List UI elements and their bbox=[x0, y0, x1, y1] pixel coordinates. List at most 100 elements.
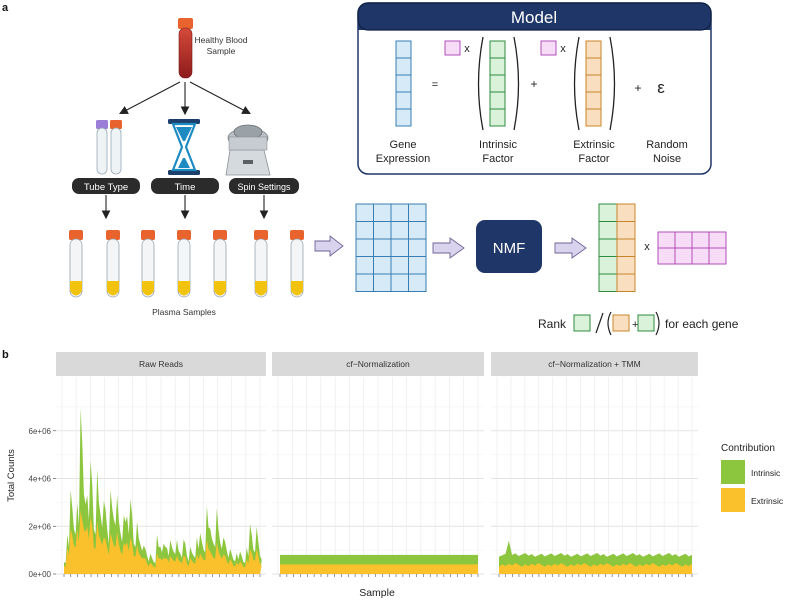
plasma-tube-cap bbox=[141, 230, 155, 240]
h-cell bbox=[674, 247, 693, 265]
facet-title: cf−Normalization bbox=[346, 359, 410, 369]
arrow-to-matrix bbox=[314, 235, 344, 257]
w-extrinsic-cell bbox=[616, 273, 636, 292]
gene-expression-cell bbox=[395, 57, 412, 76]
matrix-cell bbox=[373, 203, 392, 222]
facet-title: Raw Reads bbox=[139, 359, 183, 369]
matrix-cell bbox=[373, 273, 392, 292]
rank-suffix: for each gene bbox=[665, 317, 739, 331]
matrix-cell bbox=[408, 203, 427, 222]
matrix-cell bbox=[408, 221, 427, 240]
plasma-tube-fill bbox=[178, 281, 190, 296]
legend-label-intrinsic: Intrinsic bbox=[751, 468, 781, 478]
plasma-tube-fill bbox=[107, 281, 119, 296]
legend-label-extrinsic: Extrinsic bbox=[751, 496, 784, 506]
plasma-tubes bbox=[69, 230, 304, 298]
plasma-tube-fill bbox=[70, 281, 82, 296]
facet-strip bbox=[272, 352, 484, 376]
w-intrinsic-cell bbox=[598, 273, 618, 292]
extrinsic-bracket-right bbox=[609, 36, 616, 131]
w-extrinsic-cell bbox=[616, 203, 636, 222]
facet-strip bbox=[491, 352, 698, 376]
plasma-tube-fill bbox=[255, 281, 267, 296]
matrix-cell bbox=[373, 238, 392, 257]
x-axis-label: Sample bbox=[359, 587, 395, 599]
matrix-cell bbox=[355, 221, 374, 240]
noise-label-1: Random bbox=[646, 139, 688, 151]
y-tick-label: 0e+00 bbox=[29, 570, 52, 579]
h-cell bbox=[657, 231, 676, 249]
w-intrinsic-cell bbox=[598, 256, 618, 275]
plasma-tube-cap bbox=[177, 230, 191, 240]
extrinsic-factor-cell bbox=[585, 91, 602, 110]
gene-expression-cell bbox=[395, 108, 412, 127]
rank-formula: Rank + for each gene bbox=[538, 311, 739, 336]
intrinsic-factor-cell bbox=[489, 57, 506, 76]
cf-extrinsic-area bbox=[280, 564, 478, 574]
gene-expression-vector bbox=[395, 40, 412, 127]
plasma-tube-cap bbox=[106, 230, 120, 240]
matrix-cell bbox=[408, 273, 427, 292]
h-cell bbox=[674, 231, 693, 249]
plasma-tube-cap bbox=[69, 230, 83, 240]
blood-sample-label-line2: Sample bbox=[207, 46, 236, 56]
plasma-tube-fill bbox=[142, 281, 154, 296]
rank-label: Rank bbox=[538, 317, 567, 331]
factor-label-spin: Spin Settings bbox=[237, 182, 291, 192]
extrinsic-label-2: Factor bbox=[578, 153, 610, 165]
gene-expression-cell bbox=[395, 74, 412, 93]
facet-title: cf−Normalization + TMM bbox=[548, 359, 640, 369]
matrix-cell bbox=[355, 256, 374, 275]
rank-intrinsic-square-2 bbox=[637, 314, 655, 332]
factor-pill-time: Time bbox=[151, 178, 219, 194]
intrinsic-bracket-right bbox=[513, 36, 520, 131]
raw-intrinsic-area bbox=[64, 408, 262, 574]
matrix-cell bbox=[373, 256, 392, 275]
plasma-tube-cap bbox=[213, 230, 227, 240]
matrix-cell bbox=[408, 256, 427, 275]
intrinsic-factor-cell bbox=[489, 74, 506, 93]
intrinsic-factor-cell bbox=[489, 40, 506, 59]
matrix-cell bbox=[390, 256, 409, 275]
model-box: Model = x + x + ε Gene Expression Intrin… bbox=[357, 2, 712, 175]
blood-tube-icon bbox=[178, 18, 193, 79]
matrix-cell bbox=[390, 221, 409, 240]
w-intrinsic-cell bbox=[598, 238, 618, 257]
w-extrinsic-cell bbox=[616, 238, 636, 257]
h-cell bbox=[708, 231, 727, 249]
hourglass-icon bbox=[168, 119, 200, 175]
gene-expression-cell bbox=[395, 40, 412, 59]
extrinsic-bracket-left bbox=[573, 36, 580, 131]
plasma-tube-cap bbox=[254, 230, 268, 240]
extrinsic-factor-vector bbox=[585, 40, 602, 127]
y-tick-label: 2e+06 bbox=[29, 522, 52, 531]
model-plus-1: + bbox=[530, 77, 537, 91]
extrinsic-factor-cell bbox=[585, 40, 602, 59]
matrix-cell bbox=[355, 203, 374, 222]
y-axis-label: Total Counts bbox=[6, 449, 17, 502]
panel-a-label: a bbox=[2, 2, 9, 14]
tmm-extrinsic-area bbox=[499, 563, 692, 574]
factor-pill-tube-type: Tube Type bbox=[72, 178, 140, 194]
h-cell bbox=[708, 247, 727, 265]
factor-pill-spin: Spin Settings bbox=[229, 178, 299, 194]
factor-times: x bbox=[644, 241, 650, 253]
extrinsic-label-1: Extrinsic bbox=[573, 139, 615, 151]
intrinsic-factor-cell bbox=[489, 108, 506, 127]
w-extrinsic-cell bbox=[616, 221, 636, 240]
intrinsic-label-2: Factor bbox=[482, 153, 514, 165]
matrix-cell bbox=[408, 238, 427, 257]
gene-expression-label-1: Gene bbox=[390, 139, 417, 151]
matrix-cell bbox=[373, 221, 392, 240]
intrinsic-factor-cell bbox=[489, 91, 506, 110]
matrix-cell bbox=[390, 273, 409, 292]
contribution-chart: Raw Reads cf−Normalization cf−Normalizatio… bbox=[6, 352, 784, 599]
w-extrinsic-cell bbox=[616, 256, 636, 275]
extrinsic-factor-cell bbox=[585, 74, 602, 93]
w-intrinsic-cell bbox=[598, 203, 618, 222]
rank-plus: + bbox=[632, 319, 638, 331]
nmf-box: NMF bbox=[476, 220, 542, 273]
gene-expression-cell bbox=[395, 91, 412, 110]
matrix-cell bbox=[355, 238, 374, 257]
